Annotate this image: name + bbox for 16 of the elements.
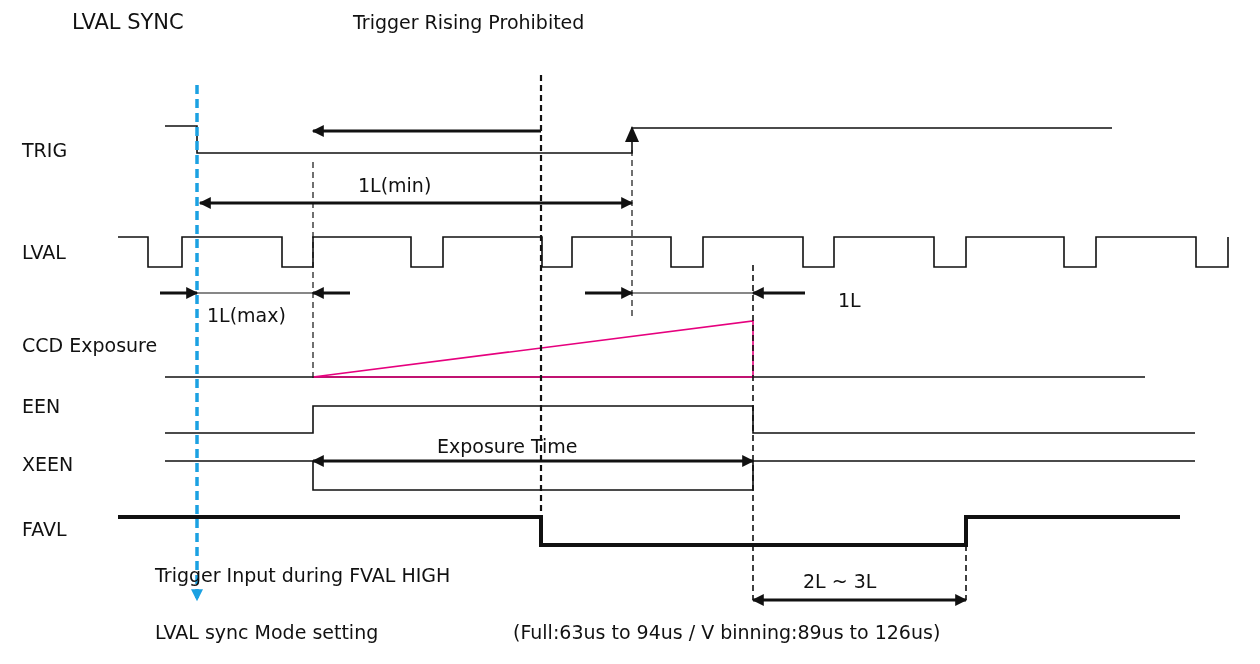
- signal-name: XEEN: [22, 452, 74, 476]
- dimension-label: 2L ~ 3L: [803, 569, 877, 593]
- note: (Full:63us to 94us / V binning:89us to 126us): [513, 620, 941, 644]
- signal-name: TRIG: [22, 138, 68, 162]
- note: Trigger Input during FVAL HIGH: [155, 563, 451, 587]
- diagram-title: LVAL SYNC: [72, 10, 184, 34]
- dimension-label: 1L(min): [358, 173, 432, 197]
- signal-name: LVAL: [22, 240, 66, 264]
- dimension-label: Exposure Time: [437, 434, 578, 458]
- annotation: Trigger Rising Prohibited: [353, 10, 585, 34]
- signal-name: CCD Exposure: [22, 333, 158, 357]
- signal-name: FAVL: [22, 517, 67, 541]
- dimension-label: 1L: [838, 288, 861, 312]
- signal-name: EEN: [22, 394, 61, 418]
- dimension-label: 1L(max): [207, 303, 286, 327]
- note: LVAL sync Mode setting: [155, 620, 379, 644]
